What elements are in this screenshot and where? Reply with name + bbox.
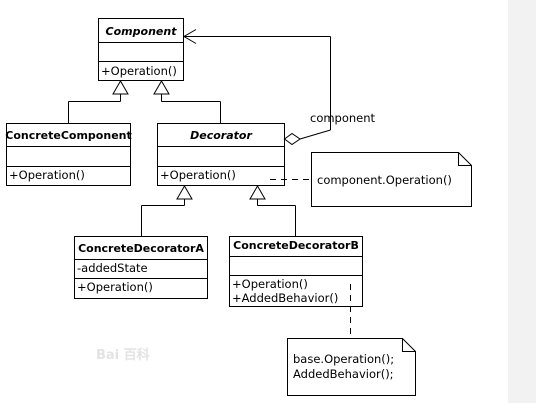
class-concrete-decorator-b <box>229 236 363 307</box>
component-operation: +Operation() <box>101 64 177 78</box>
concrete-decorator-a-class-name: ConcreteDecoratorA <box>78 242 204 255</box>
concrete-component-class-name: ConcreteComponent <box>5 129 132 142</box>
decorator-operation: +Operation() <box>160 168 236 182</box>
concrete-decorator-b-class-name: ConcreteDecoratorB <box>233 239 359 252</box>
class-concrete-component <box>6 123 131 186</box>
concrete-component-operation: +Operation() <box>9 168 85 182</box>
note-decorator <box>270 152 472 207</box>
generalization-to-component <box>68 79 221 123</box>
watermark-logo: Bai 百科 <box>96 348 150 363</box>
component-class-name: Component <box>106 25 178 38</box>
note-decorator-text: component.Operation() <box>317 173 452 187</box>
class-decorator <box>157 123 285 186</box>
note-concrete-decorator-b-line: AddedBehavior(); <box>293 367 394 381</box>
decorator-class-name: Decorator <box>190 129 252 142</box>
concrete-decorator-b-operation: +Operation() <box>232 277 308 291</box>
class-component <box>98 18 184 81</box>
association-label: component <box>310 111 376 125</box>
note-concrete-decorator-b-line: base.Operation(); <box>293 352 394 366</box>
concrete-decorator-a-attribute: -addedState <box>77 261 148 275</box>
generalization-to-decorator <box>141 184 296 236</box>
concrete-decorator-b-operation: +AddedBehavior() <box>232 291 338 305</box>
class-concrete-decorator-a <box>74 236 208 299</box>
right-gutter <box>508 0 536 403</box>
concrete-decorator-a-operation: +Operation() <box>77 280 153 294</box>
note-concrete-decorator-b <box>287 284 416 396</box>
aggregation-component <box>183 29 331 146</box>
